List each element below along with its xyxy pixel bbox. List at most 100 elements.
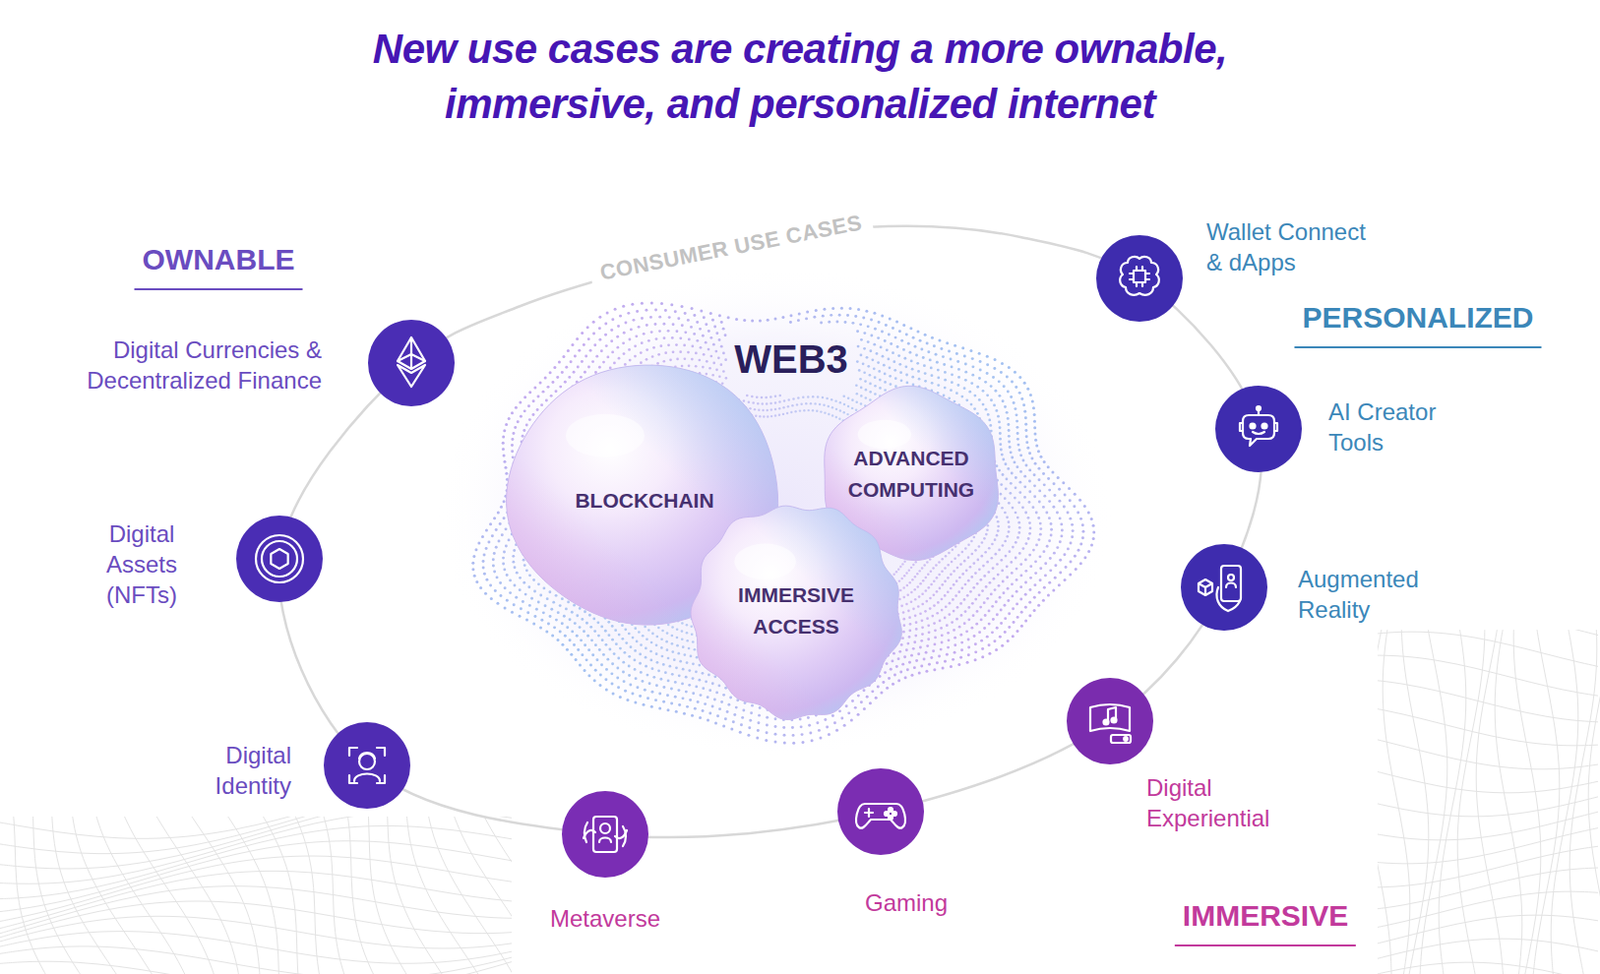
halo-dot xyxy=(638,662,642,666)
halo-dot xyxy=(983,601,986,605)
halo-dot xyxy=(583,643,587,647)
halo-dot xyxy=(912,563,915,566)
halo-dot xyxy=(857,694,861,698)
halo-dot xyxy=(900,643,904,647)
halo-dot xyxy=(854,706,858,710)
halo-dot xyxy=(808,731,812,735)
halo-dot xyxy=(932,579,936,583)
halo-dot xyxy=(1010,582,1014,586)
halo-dot xyxy=(1073,554,1077,558)
halo-dot xyxy=(589,625,593,629)
halo-dot xyxy=(935,590,939,594)
halo-dot xyxy=(946,590,950,594)
halo-dot xyxy=(570,611,574,615)
halo-dot xyxy=(989,556,993,560)
halo-dot xyxy=(995,562,999,566)
halo-dot xyxy=(756,729,760,733)
halo-dot xyxy=(993,553,997,556)
halo-dot xyxy=(862,707,866,711)
halo-dot xyxy=(960,648,964,652)
halo-dot xyxy=(899,671,903,675)
halo-dot xyxy=(999,558,1003,562)
halo-dot xyxy=(1028,532,1032,536)
halo-dot xyxy=(501,556,505,560)
halo-dot xyxy=(588,614,592,617)
halo-dot xyxy=(901,562,904,565)
halo-dot xyxy=(654,698,658,702)
halo-dot xyxy=(1009,560,1013,564)
halo-dot xyxy=(660,646,664,650)
halo-dot xyxy=(530,597,534,601)
halo-dot xyxy=(974,650,978,654)
halo-dot xyxy=(504,527,508,531)
halo-dot xyxy=(931,649,935,653)
halo-dot xyxy=(589,664,593,668)
halo-dot xyxy=(764,738,768,742)
halo-dot xyxy=(575,614,579,617)
halo-dot xyxy=(876,684,880,688)
halo-dot xyxy=(1015,567,1019,571)
halo-dot xyxy=(800,725,803,729)
halo-dot xyxy=(1039,554,1043,558)
halo-dot xyxy=(1007,525,1011,529)
halo-dot xyxy=(494,528,498,532)
halo-dot xyxy=(924,589,928,593)
halo-dot xyxy=(659,677,663,681)
halo-dot xyxy=(908,568,911,571)
halo-dot xyxy=(681,696,685,700)
halo-dot xyxy=(840,717,844,721)
halo-dot xyxy=(578,664,582,668)
halo-dot xyxy=(560,621,564,625)
halo-dot xyxy=(511,560,515,564)
halo-dot xyxy=(651,667,655,671)
halo-dot xyxy=(928,557,931,560)
halo-dot xyxy=(741,709,745,713)
halo-dot xyxy=(1011,634,1015,638)
halo-dot xyxy=(1048,556,1052,560)
halo-dot xyxy=(943,566,947,570)
halo-dot xyxy=(562,615,566,618)
halo-dot xyxy=(682,712,686,716)
halo-dot xyxy=(765,731,769,735)
mesh-line xyxy=(1382,629,1411,974)
halo-dot xyxy=(850,718,854,722)
halo-dot xyxy=(963,598,967,602)
mesh-line xyxy=(32,816,87,974)
halo-dot xyxy=(1028,614,1032,617)
halo-dot xyxy=(1004,554,1008,558)
halo-dot xyxy=(938,587,942,591)
halo-dot xyxy=(694,670,698,674)
mesh-line xyxy=(1377,797,1599,817)
halo-dot xyxy=(1024,619,1028,623)
halo-dot xyxy=(629,645,633,649)
halo-dot xyxy=(1081,530,1085,534)
mesh-line xyxy=(1377,707,1599,746)
halo-dot xyxy=(477,542,481,546)
halo-dot xyxy=(471,561,475,565)
halo-dot xyxy=(964,583,968,587)
halo-dot xyxy=(964,547,968,551)
halo-dot xyxy=(655,683,659,687)
mesh-line xyxy=(1377,915,1599,946)
halo-dot xyxy=(899,565,902,568)
halo-dot xyxy=(625,698,629,702)
halo-dot xyxy=(895,570,898,573)
halo-dot xyxy=(495,602,499,606)
halo-dot xyxy=(646,674,650,677)
wire-mesh xyxy=(0,816,512,974)
halo-dot xyxy=(655,635,659,639)
halo-dot xyxy=(1024,606,1028,610)
halo-dot xyxy=(605,687,609,691)
halo-dot xyxy=(908,661,912,665)
halo-dot xyxy=(655,652,659,656)
halo-dot xyxy=(487,541,491,545)
halo-dot xyxy=(553,625,556,629)
halo-dot xyxy=(690,714,694,718)
halo-dot xyxy=(662,663,666,667)
halo-dot xyxy=(735,706,739,710)
halo-dot xyxy=(923,610,927,614)
mesh-line xyxy=(1377,631,1599,667)
halo-dot xyxy=(514,596,518,600)
halo-dot xyxy=(1002,591,1006,595)
wire-mesh xyxy=(1377,629,1600,974)
